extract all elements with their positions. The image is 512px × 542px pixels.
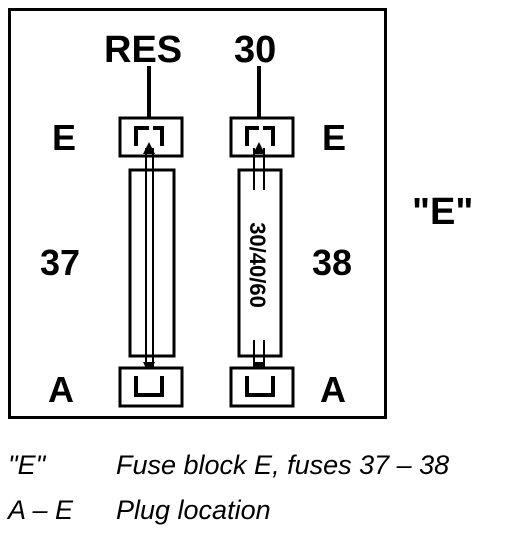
fuse-number-38: 38 (312, 242, 353, 283)
fuse-38: 30/40/60 (237, 142, 283, 374)
plug-label-top-right: E (322, 117, 347, 158)
plug-socket-bottom-left (118, 366, 184, 408)
fuse-number-37: 37 (40, 242, 81, 283)
legend-key-plug: A – E (8, 495, 74, 525)
legend-text-block: Fuse block E, fuses 37 – 38 (116, 450, 450, 480)
fuse-37 (128, 142, 176, 374)
fuse-block-label: "E" (412, 191, 474, 233)
fuse-block-frame (8, 8, 387, 419)
legend-key-block: "E" (8, 450, 46, 480)
plug-label-bottom-right: A (320, 369, 346, 410)
plug-socket-top-right (229, 116, 295, 158)
fuse-rating-label: 30/40/60 (245, 222, 270, 308)
30-terminal-label: 30 (234, 29, 277, 71)
plug-label-bottom-left: A (48, 369, 74, 410)
legend-text-plug: Plug location (116, 495, 271, 525)
plug-socket-bottom-right (229, 366, 295, 408)
res-terminal-label: RES (104, 29, 183, 71)
plug-label-top-left: E (52, 117, 77, 158)
